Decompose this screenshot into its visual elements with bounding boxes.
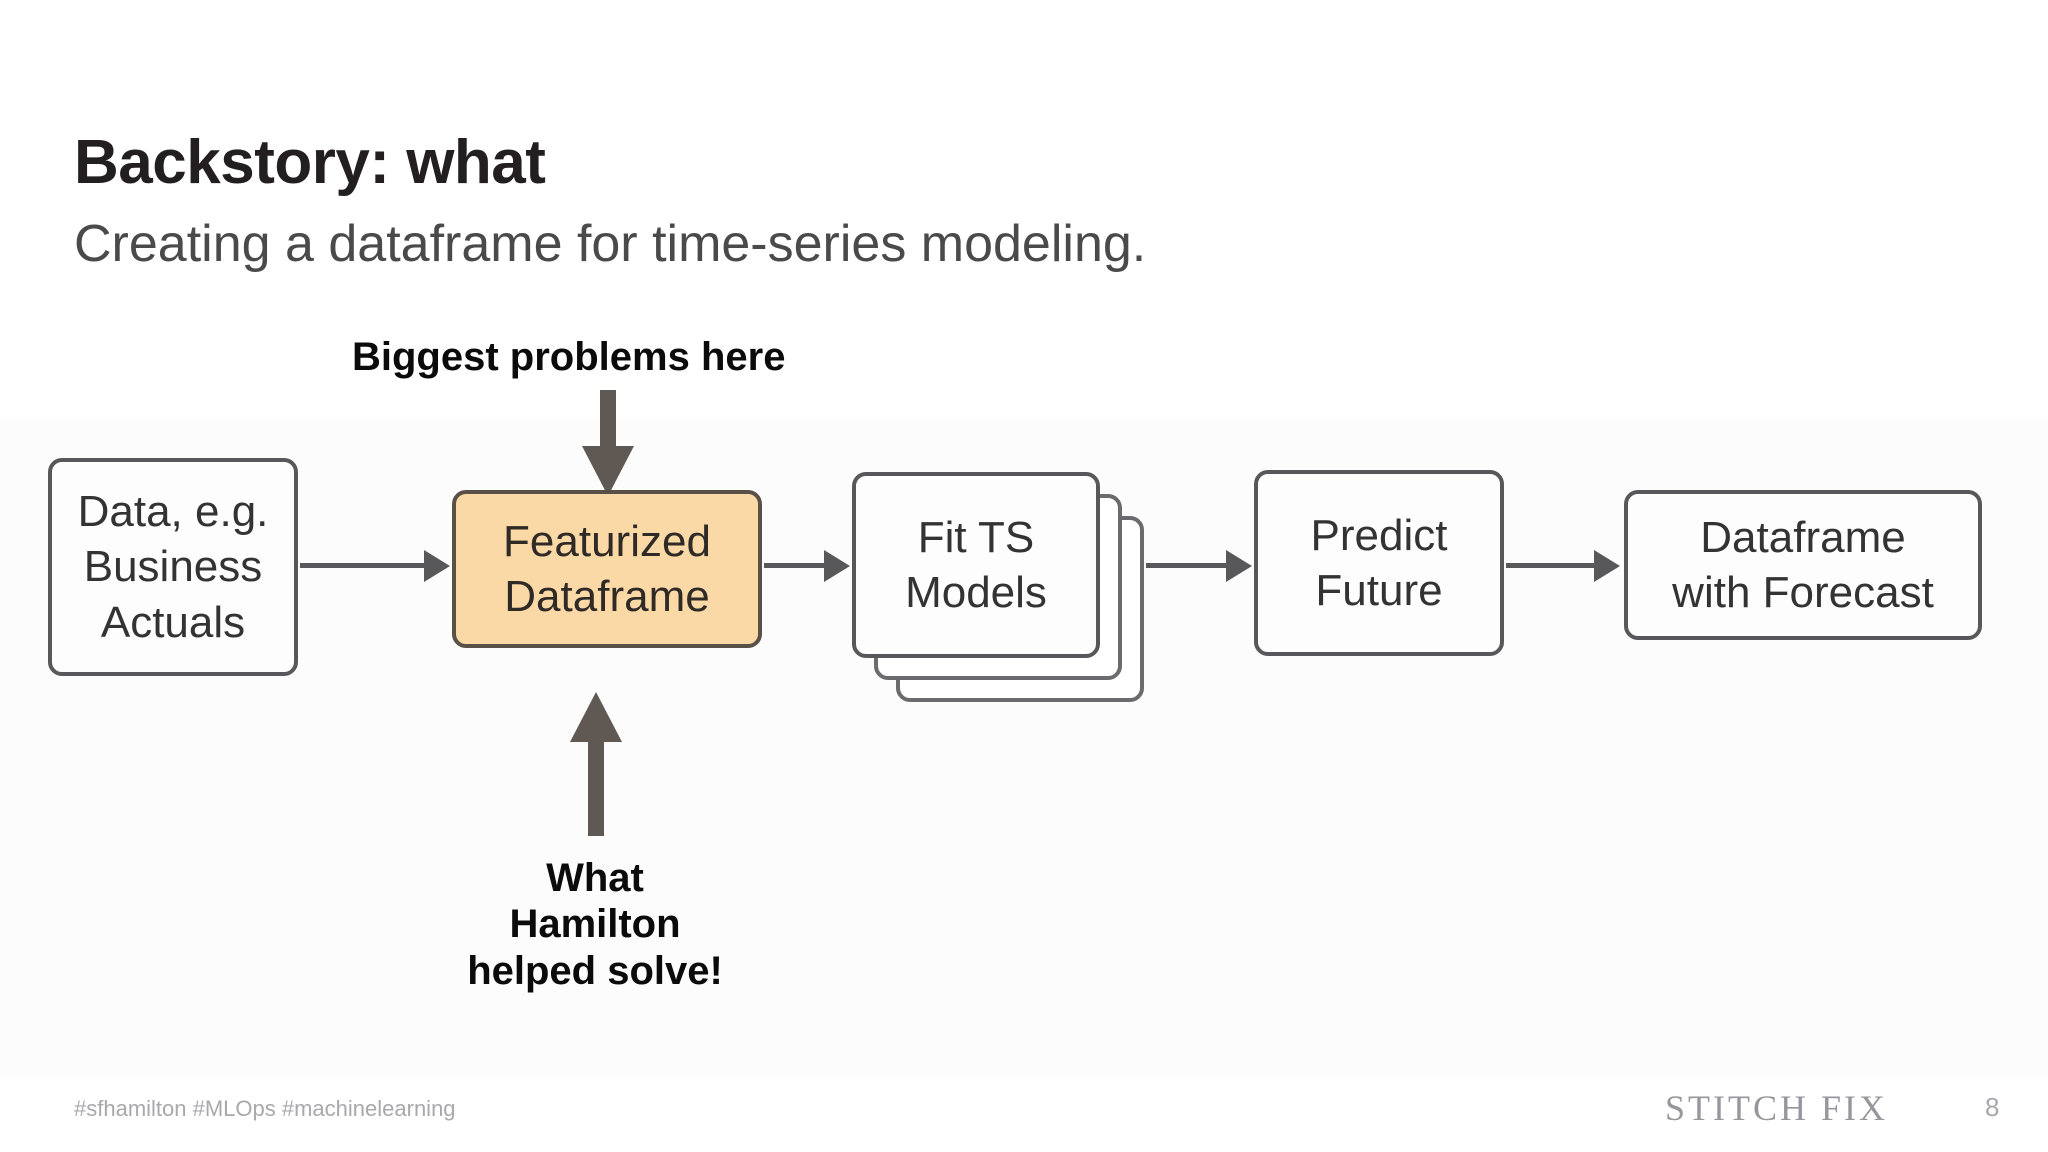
connector-arrowhead-4 <box>1594 550 1620 582</box>
page-subtitle: Creating a dataframe for time-series mod… <box>74 215 1147 273</box>
connector-line-4 <box>1506 563 1596 568</box>
connector-line-1 <box>300 563 426 568</box>
connector-line-3 <box>1146 563 1228 568</box>
annotation-what-hamilton-solved: What Hamilton helped solve! <box>467 856 723 993</box>
page-number: 8 <box>1985 1092 2000 1122</box>
flow-node-featurized-dataframe[interactable]: Featurized Dataframe <box>452 490 762 648</box>
footer-hashtags: #sfhamilton #MLOps #machinelearning <box>74 1096 456 1121</box>
annotation-biggest-problems: Biggest problems here <box>352 335 786 379</box>
flow-node-fit-ts-models[interactable]: Fit TS Models <box>852 472 1100 658</box>
connector-arrowhead-2 <box>824 550 850 582</box>
stitch-fix-logo: STITCH FIX <box>1665 1088 1889 1128</box>
arrow-up-icon <box>570 692 622 836</box>
connector-line-2 <box>764 563 826 568</box>
connector-arrowhead-3 <box>1226 550 1252 582</box>
flow-node-dataframe-with-forecast[interactable]: Dataframe with Forecast <box>1624 490 1982 640</box>
flow-node-predict-future[interactable]: Predict Future <box>1254 470 1504 656</box>
connector-arrowhead-1 <box>424 550 450 582</box>
arrow-down-icon <box>582 390 634 496</box>
flow-node-data-source[interactable]: Data, e.g. Business Actuals <box>48 458 298 676</box>
page-title: Backstory: what <box>74 128 546 197</box>
